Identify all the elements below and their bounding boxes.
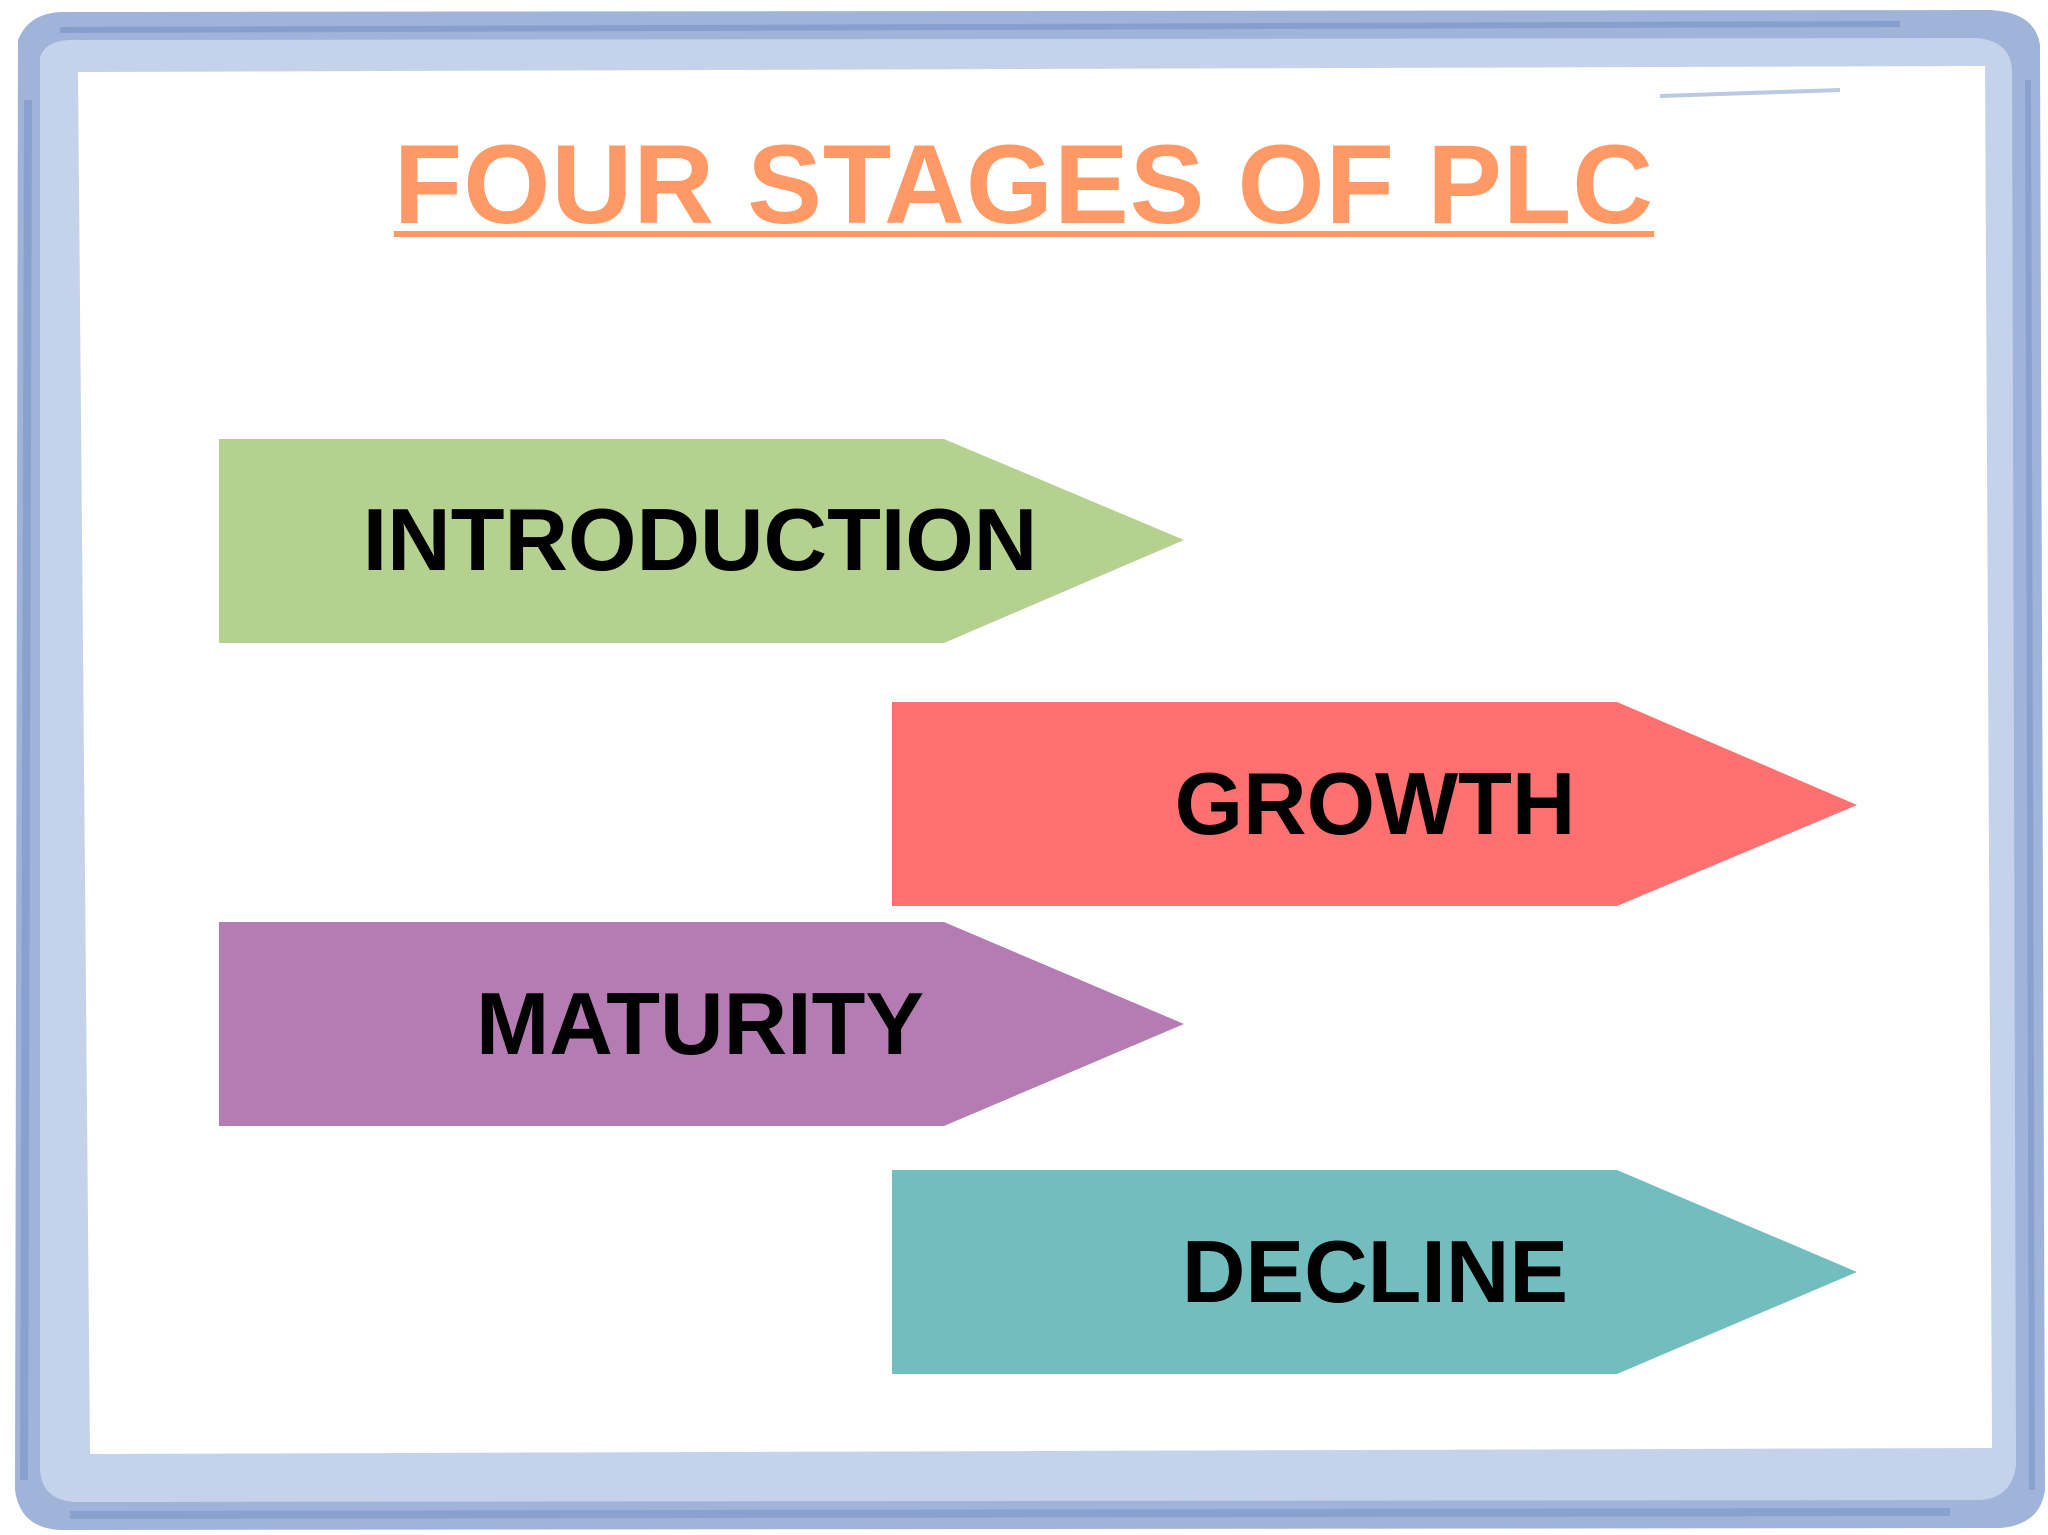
stage-label-introduction: INTRODUCTION — [362, 490, 1038, 589]
arrow-decline — [892, 1170, 1857, 1374]
arrow-maturity — [219, 922, 1184, 1126]
arrow-introduction — [219, 439, 1184, 643]
stage-label-maturity: MATURITY — [475, 974, 925, 1073]
stage-label-decline: DECLINE — [1181, 1222, 1569, 1321]
stage-label-growth: GROWTH — [1174, 754, 1576, 853]
arrow-growth — [892, 702, 1857, 906]
page-title: FOUR STAGES OF PLC — [393, 122, 1655, 247]
